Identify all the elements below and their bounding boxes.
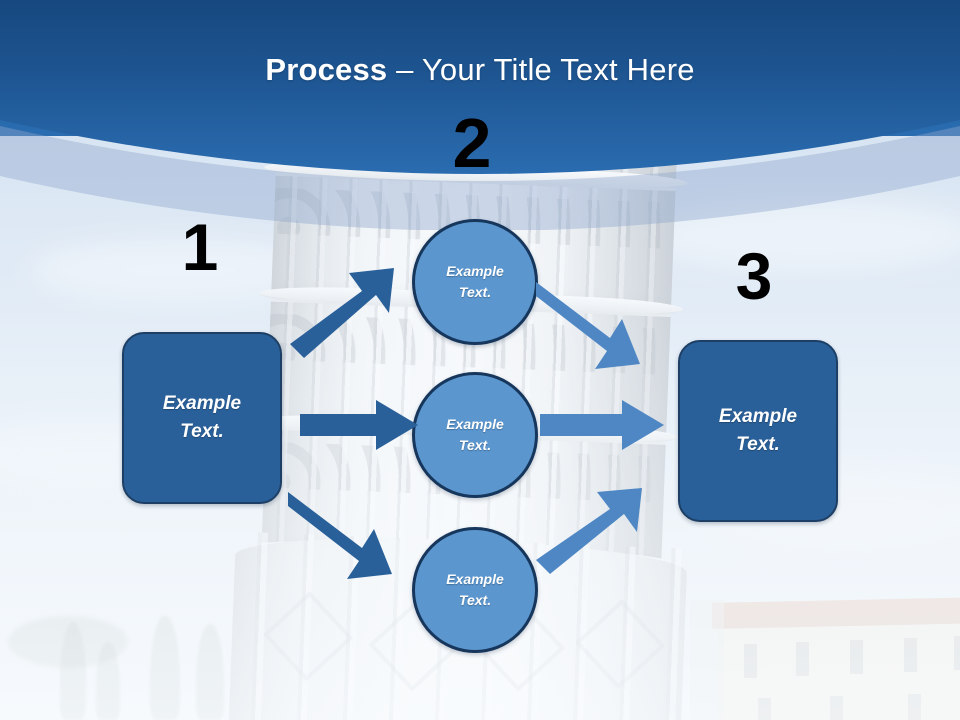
arrow-left-to-middle-circle [300, 400, 418, 450]
arrow-left-to-top-circle [290, 268, 394, 358]
text-line-2: Text. [458, 437, 492, 453]
text-line-1: Example [718, 406, 798, 428]
process-circle-middle-text: Example Text. [446, 414, 504, 456]
text-line-1: Example [162, 393, 242, 415]
process-circle-middle[interactable]: Example Text. [412, 372, 538, 498]
text-line-2: Text. [180, 421, 224, 442]
arrow-middle-circle-to-right [540, 400, 664, 450]
step-number-2: 2 [452, 104, 492, 182]
arrow-bottom-circle-to-right [536, 488, 642, 574]
step-number-1: 1 [181, 210, 219, 284]
text-line-1: Example [446, 571, 504, 587]
header-arc-decoration [0, 0, 960, 230]
process-circle-top[interactable]: Example Text. [412, 219, 538, 345]
process-circle-bottom[interactable]: Example Text. [412, 527, 538, 653]
title-strong: Process [265, 52, 388, 87]
arc-header-fill [0, 0, 960, 174]
input-box-left[interactable]: Example Text. [122, 332, 282, 504]
text-line-2: Text. [736, 434, 780, 455]
output-box-right[interactable]: Example Text. [678, 340, 838, 522]
text-line-1: Example [446, 416, 504, 432]
text-line-2: Text. [458, 284, 492, 300]
page-title: Process – Your Title Text Here [0, 52, 960, 88]
text-line-1: Example [446, 263, 504, 279]
input-box-left-text: Example Text. [163, 390, 241, 445]
arc-band [0, 126, 960, 230]
output-box-right-text: Example Text. [719, 403, 797, 458]
process-circle-top-text: Example Text. [446, 261, 504, 303]
title-rest: – Your Title Text Here [387, 52, 695, 87]
text-line-2: Text. [458, 592, 492, 608]
arrow-left-to-bottom-circle [288, 492, 392, 579]
arrow-top-circle-to-right [536, 282, 640, 369]
process-circle-bottom-text: Example Text. [446, 569, 504, 611]
step-number-3: 3 [735, 239, 773, 313]
